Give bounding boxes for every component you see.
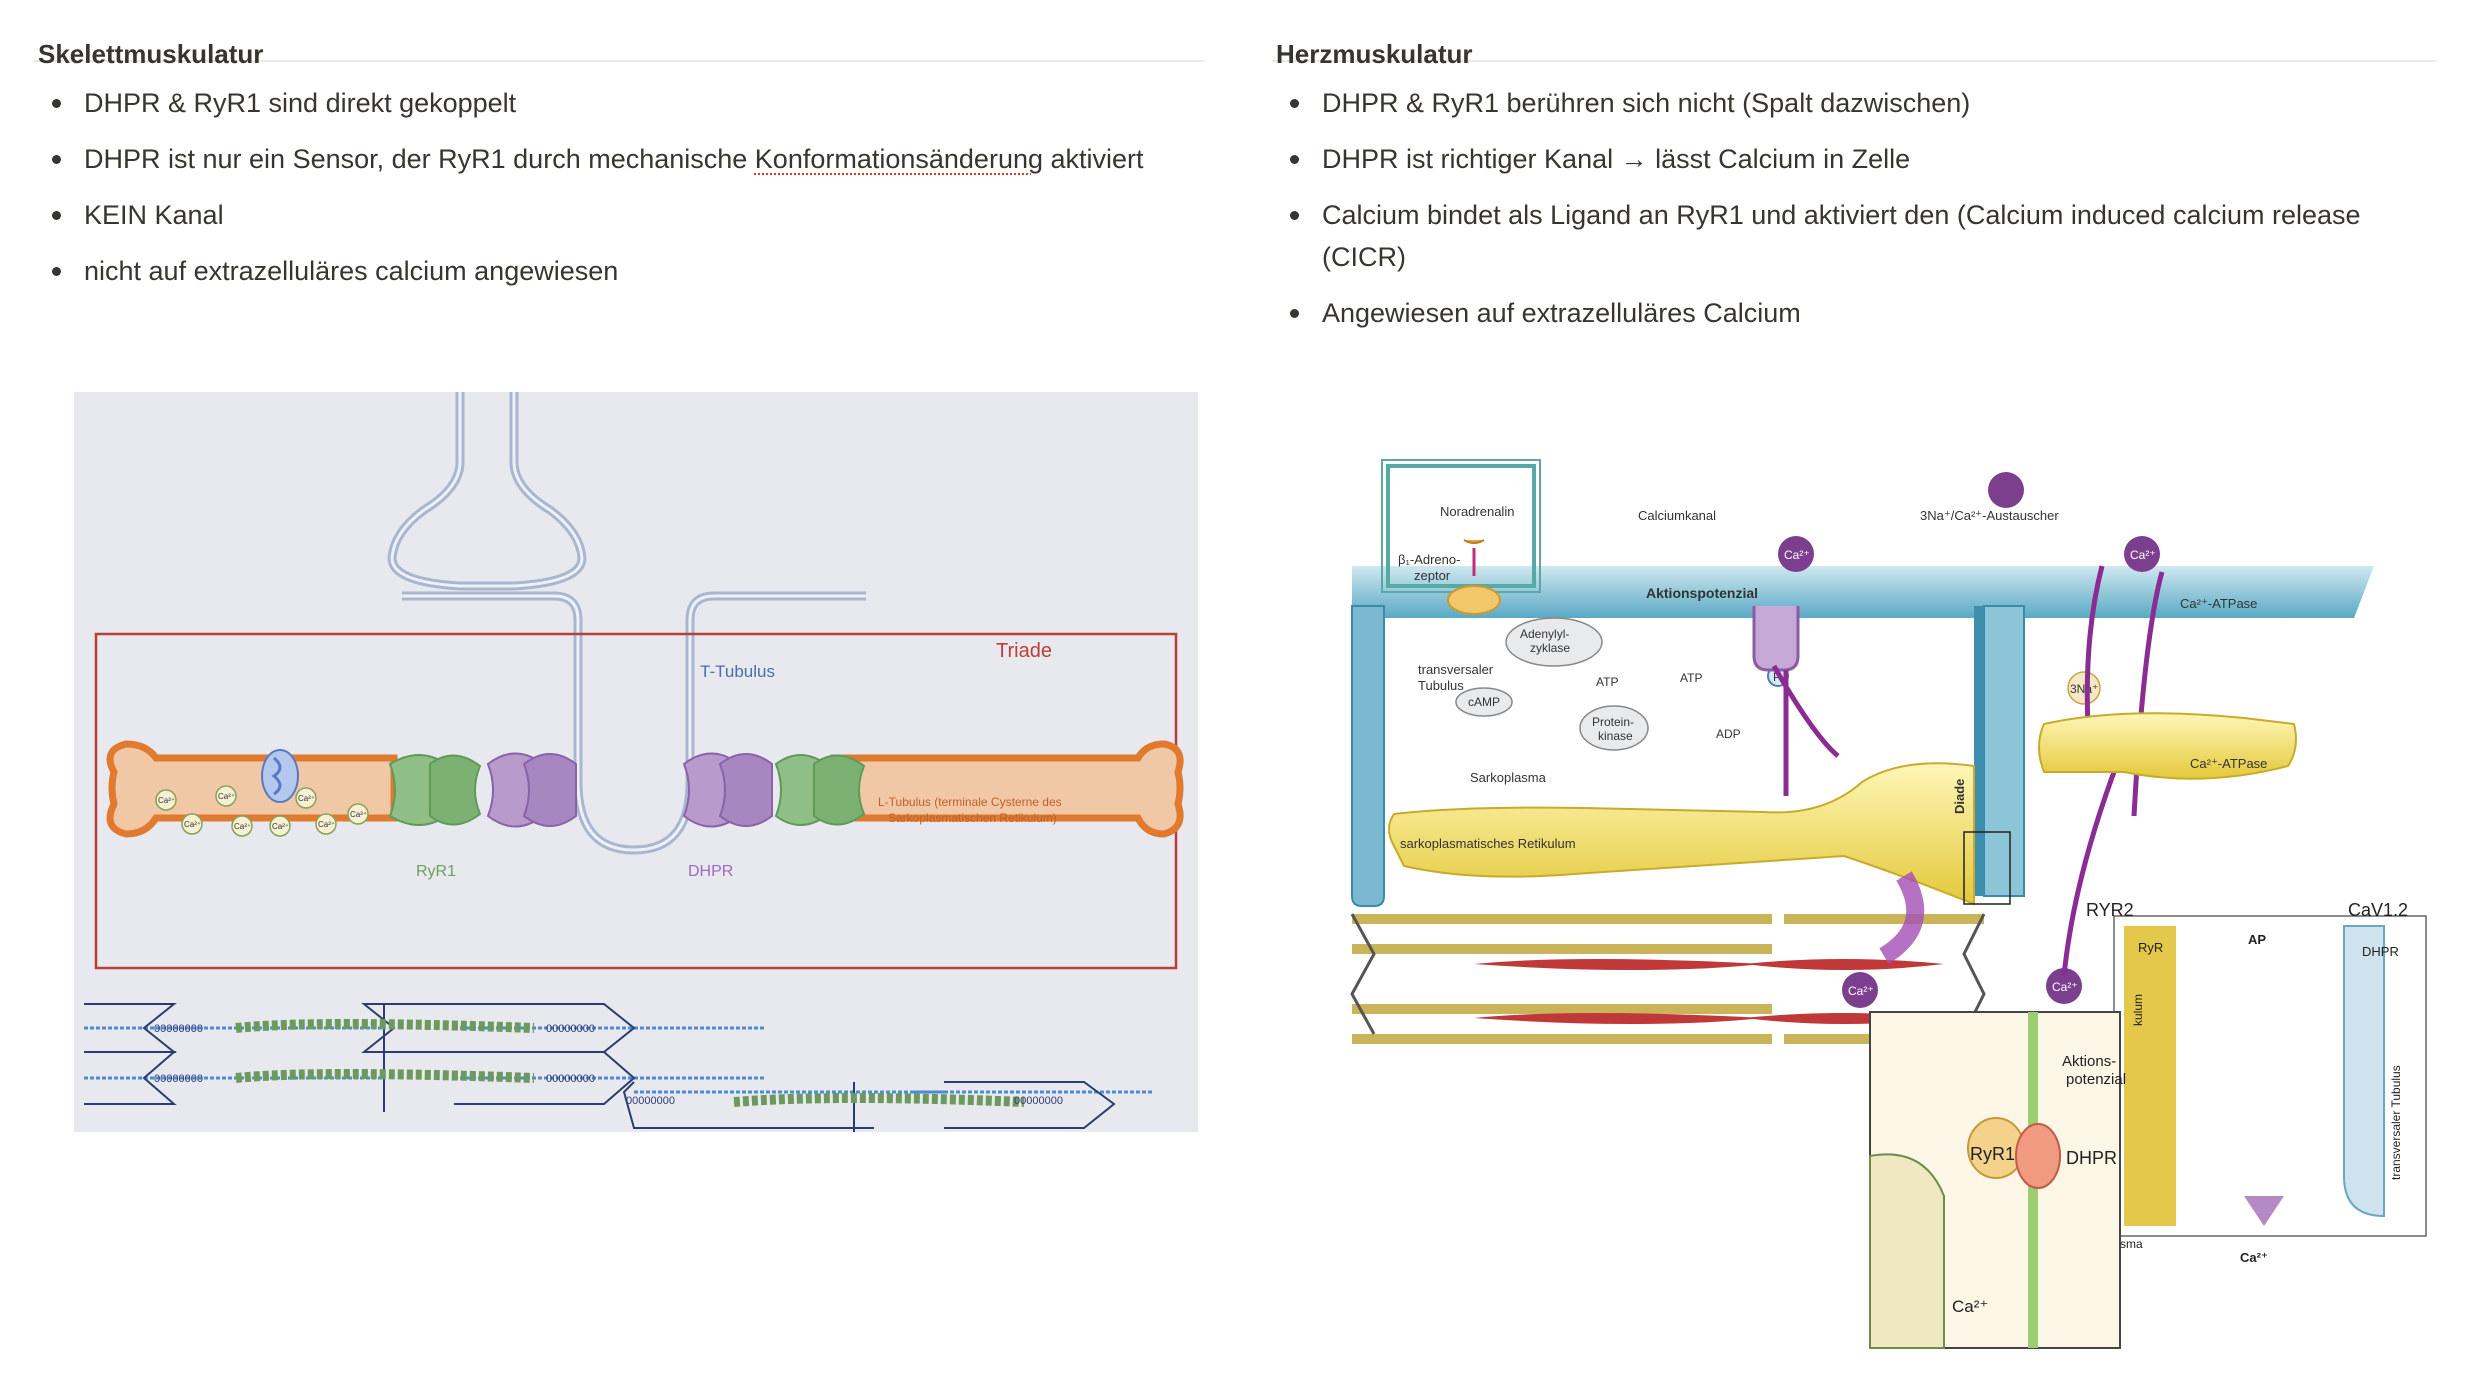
label-ryr2: RYR2: [2086, 900, 2134, 920]
label-l-tubulus-2: Sarkoplasmatischen Retikulum): [888, 811, 1057, 825]
label-adenylyl-2: zyklase: [1530, 641, 1570, 655]
heading-divider: [1272, 60, 2436, 62]
label-cav12: CaV1.2: [2348, 900, 2408, 920]
bullet-text: aktiviert: [1043, 144, 1144, 174]
ca-label: Ca²⁺: [350, 810, 367, 819]
bullet-item: KEIN Kanal: [34, 194, 1204, 236]
ca-label: Ca²⁺: [1784, 548, 1810, 562]
filament-beads: 00000000: [546, 1073, 595, 1085]
bullet-text: Angewiesen auf extrazelluläres Calcium: [1322, 298, 1801, 328]
bullet-item: DHPR ist nur ein Sensor, der RyR1 durch …: [34, 138, 1204, 180]
label-sma: sma: [2120, 1237, 2143, 1251]
label-triade: Triade: [996, 640, 1052, 662]
bullet-list-skelett: DHPR & RyR1 sind direkt gekoppelt DHPR i…: [34, 82, 1204, 292]
bullet-text: nicht auf extrazelluläres calcium angewi…: [84, 256, 619, 286]
ca-label: Ca²⁺: [1848, 984, 1874, 998]
bullet-text: DHPR ist richtiger Kanal → lässt Calcium…: [1322, 144, 1911, 174]
label-aktionspotenzial: Aktionspotenzial: [1646, 585, 1758, 601]
triade-figure[interactable]: Triade T-Tubulus L-Tubulus (terminale Cy…: [74, 392, 1198, 1132]
label-beta-1: β₁-Adreno-: [1398, 552, 1460, 567]
dhpr-protein: [486, 752, 773, 828]
heading-herzmuskulatur: Herzmuskulatur: [1276, 39, 1473, 69]
label-atp-1: ATP: [1596, 675, 1618, 689]
ca-label: Ca²⁺: [2052, 980, 2078, 994]
label-inset-ap-1: Aktions-: [2062, 1053, 2116, 1070]
filament-beads: 00000000: [626, 1095, 675, 1107]
ryr1-protein: [388, 754, 866, 826]
label-p: P: [1773, 670, 1781, 684]
spellcheck-word[interactable]: Konformationsänderung: [754, 144, 1043, 174]
label-camp: cAMP: [1468, 695, 1500, 709]
herz-figure[interactable]: transversaler Tubulus Noradrenalin β₁-Ad…: [1344, 456, 2434, 1356]
column-skelettmuskulatur: Skelettmuskulatur DHPR & RyR1 sind direk…: [34, 0, 1204, 306]
label-transversaler-tubulus: transversaler Tubulus: [2389, 1065, 2403, 1180]
filament-beads: 00000000: [154, 1023, 203, 1035]
bullet-text: DHPR & RyR1 sind direkt gekoppelt: [84, 88, 517, 118]
label-sarkoplasma: Sarkoplasma: [1470, 770, 1547, 785]
filament-beads: 00000000: [546, 1023, 595, 1035]
label-ryr: RyR: [2138, 940, 2163, 955]
label-dhpr-box: DHPR: [2362, 944, 2399, 959]
column-herzmuskulatur: Herzmuskulatur DHPR & RyR1 berühren sich…: [1272, 0, 2436, 348]
ca-label: Ca²⁺: [234, 822, 251, 831]
label-ap: AP: [2248, 932, 2266, 947]
bullet-text: KEIN Kanal: [84, 200, 224, 230]
label-beta-2: zeptor: [1414, 568, 1451, 583]
ca-label: Ca²⁺: [272, 822, 289, 831]
label-proteinkinase-2: kinase: [1598, 729, 1633, 743]
label-inset-dhpr: DHPR: [2066, 1148, 2117, 1168]
label-3na: 3Na⁺: [2070, 682, 2098, 696]
bullet-item: DHPR & RyR1 berühren sich nicht (Spalt d…: [1272, 82, 2436, 124]
ca-label: Ca²⁺: [184, 820, 201, 829]
label-transversaler: transversaler: [1418, 662, 1494, 677]
label-calciumkanal: Calciumkanal: [1638, 508, 1716, 523]
bullet-item: DHPR ist richtiger Kanal → lässt Calcium…: [1272, 138, 2436, 180]
bullet-text: Calcium bindet als Ligand an RyR1 und ak…: [1322, 200, 2361, 272]
myofilaments: 00000000 00000000 00000000 00000000 0000…: [84, 1003, 1154, 1132]
filament-beads: 00000000: [1014, 1095, 1063, 1107]
bullet-item: Angewiesen auf extrazelluläres Calcium: [1272, 292, 2436, 334]
ca-label: Ca²⁺: [2130, 548, 2156, 562]
label-inset-ca: Ca²⁺: [1952, 1297, 1988, 1316]
label-atpase-sr: Ca²⁺-ATPase: [2190, 756, 2267, 771]
label-atp-2: ATP: [1680, 671, 1702, 685]
label-l-tubulus-1: L-Tubulus (terminale Cysterne des: [878, 795, 1062, 809]
label-sr: sarkoplasmatisches Retikulum: [1400, 836, 1576, 851]
ca-label: Ca²⁺: [158, 796, 175, 805]
ca-label: Ca²⁺: [298, 794, 315, 803]
label-dhpr: DHPR: [688, 863, 733, 880]
heading-skelettmuskulatur: Skelettmuskulatur: [38, 39, 264, 69]
ca-label: Ca²⁺: [318, 820, 335, 829]
ca-label: Ca²⁺: [218, 792, 235, 801]
label-adenylyl-1: Adenylyl-: [1520, 627, 1569, 641]
label-kulum: kulum: [2131, 994, 2145, 1026]
bullet-text: DHPR & RyR1 berühren sich nicht (Spalt d…: [1322, 88, 1971, 118]
label-t-tubulus: T-Tubulus: [700, 662, 775, 681]
label-proteinkinase-1: Protein-: [1592, 715, 1634, 729]
label-atpase-top: Ca²⁺-ATPase: [2180, 596, 2257, 611]
label-tubulus: Tubulus: [1418, 678, 1464, 693]
bullet-text: DHPR ist nur ein Sensor, der RyR1 durch …: [84, 144, 755, 174]
filament-beads: 00000000: [154, 1073, 203, 1085]
label-inset-ryr1: RyR1: [1970, 1144, 2015, 1164]
serca-pump: [261, 749, 299, 803]
label-ca-bottom: Ca²⁺: [2240, 1250, 2268, 1265]
bullet-item: Calcium bindet als Ligand an RyR1 und ak…: [1272, 194, 2436, 278]
label-inset-ap-2: potenzial: [2066, 1071, 2126, 1088]
label-ryr1: RyR1: [416, 863, 456, 880]
label-exchanger: 3Na⁺/Ca²⁺-Austauscher: [1920, 508, 2059, 523]
heading-divider: [34, 60, 1204, 62]
label-diade: Diade: [1952, 779, 1967, 814]
bullet-item: DHPR & RyR1 sind direkt gekoppelt: [34, 82, 1204, 124]
bullet-list-herz: DHPR & RyR1 berühren sich nicht (Spalt d…: [1272, 82, 2436, 334]
label-noradrenalin: Noradrenalin: [1440, 504, 1514, 519]
calcium-ions-left: Ca²⁺ Ca²⁺ Ca²⁺ Ca²⁺ Ca²⁺ Ca²⁺ Ca²⁺ Ca²⁺: [155, 785, 369, 837]
label-adp: ADP: [1716, 727, 1741, 741]
bullet-item: nicht auf extrazelluläres calcium angewi…: [34, 250, 1204, 292]
